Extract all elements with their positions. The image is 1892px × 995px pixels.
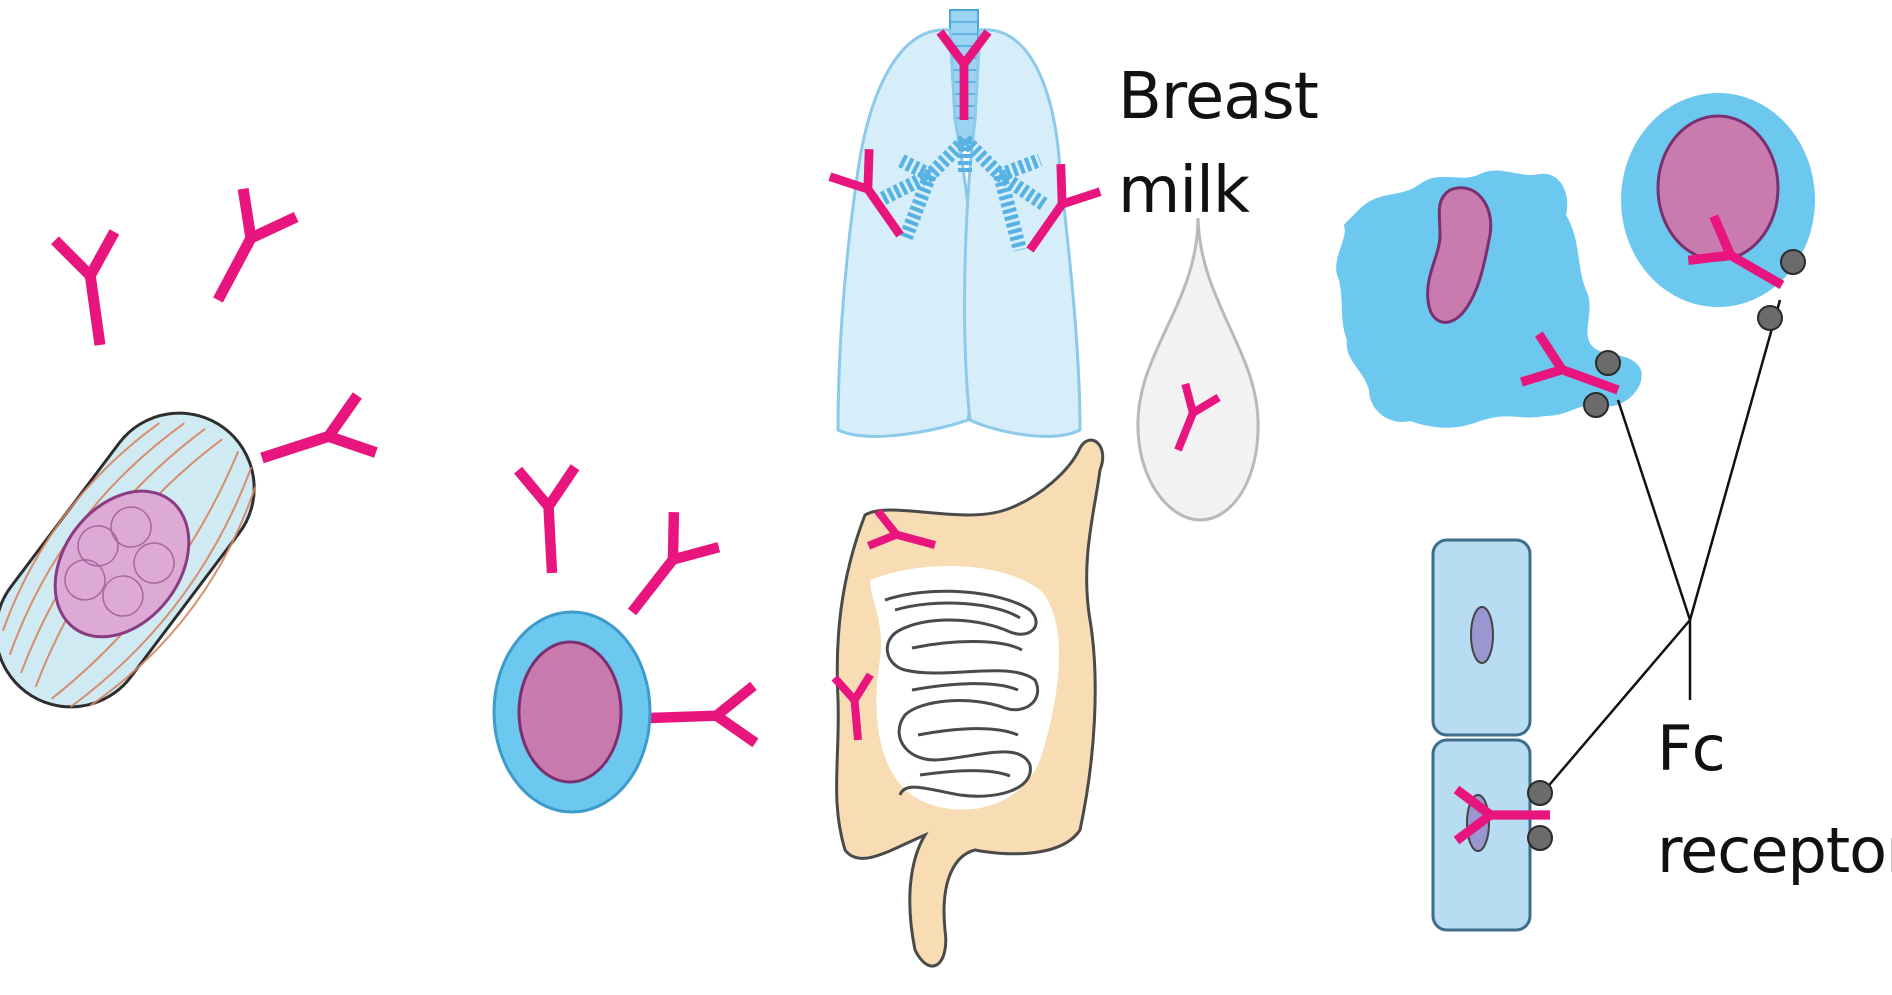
intestines [834,440,1102,966]
immune-cell-nucleus [1658,116,1778,260]
fc-receptors-label-line1: Fc [1657,712,1725,785]
antibody [192,189,297,314]
bacterium [0,383,290,741]
antibody [518,467,580,574]
antibody [649,686,755,747]
lungs [830,10,1100,436]
breast-milk-label-line2: milk [1118,154,1250,228]
milk-drop [1138,218,1258,520]
fc-receptor [1528,781,1552,805]
fc-receptor [1781,250,1805,274]
antibody [55,232,130,349]
bacterium-panel [0,189,376,742]
breast-milk-label-line1: Breast [1118,60,1318,134]
fc-receptors-label-line2: receptors [1657,814,1892,887]
antibody [253,395,376,486]
fc-receptor [1528,826,1552,850]
b-cell-panel [494,467,755,812]
fc-receptor-panel: Fc receptors [1337,94,1892,930]
antibody [610,512,719,629]
breast-milk: Breast milk [1118,60,1318,520]
epithelial-nucleus [1471,607,1493,663]
fc-receptor [1596,351,1620,375]
fc-receptor [1758,306,1782,330]
b-cell-nucleus [519,642,621,782]
fc-receptor [1584,393,1608,417]
right-lung [965,30,1080,437]
